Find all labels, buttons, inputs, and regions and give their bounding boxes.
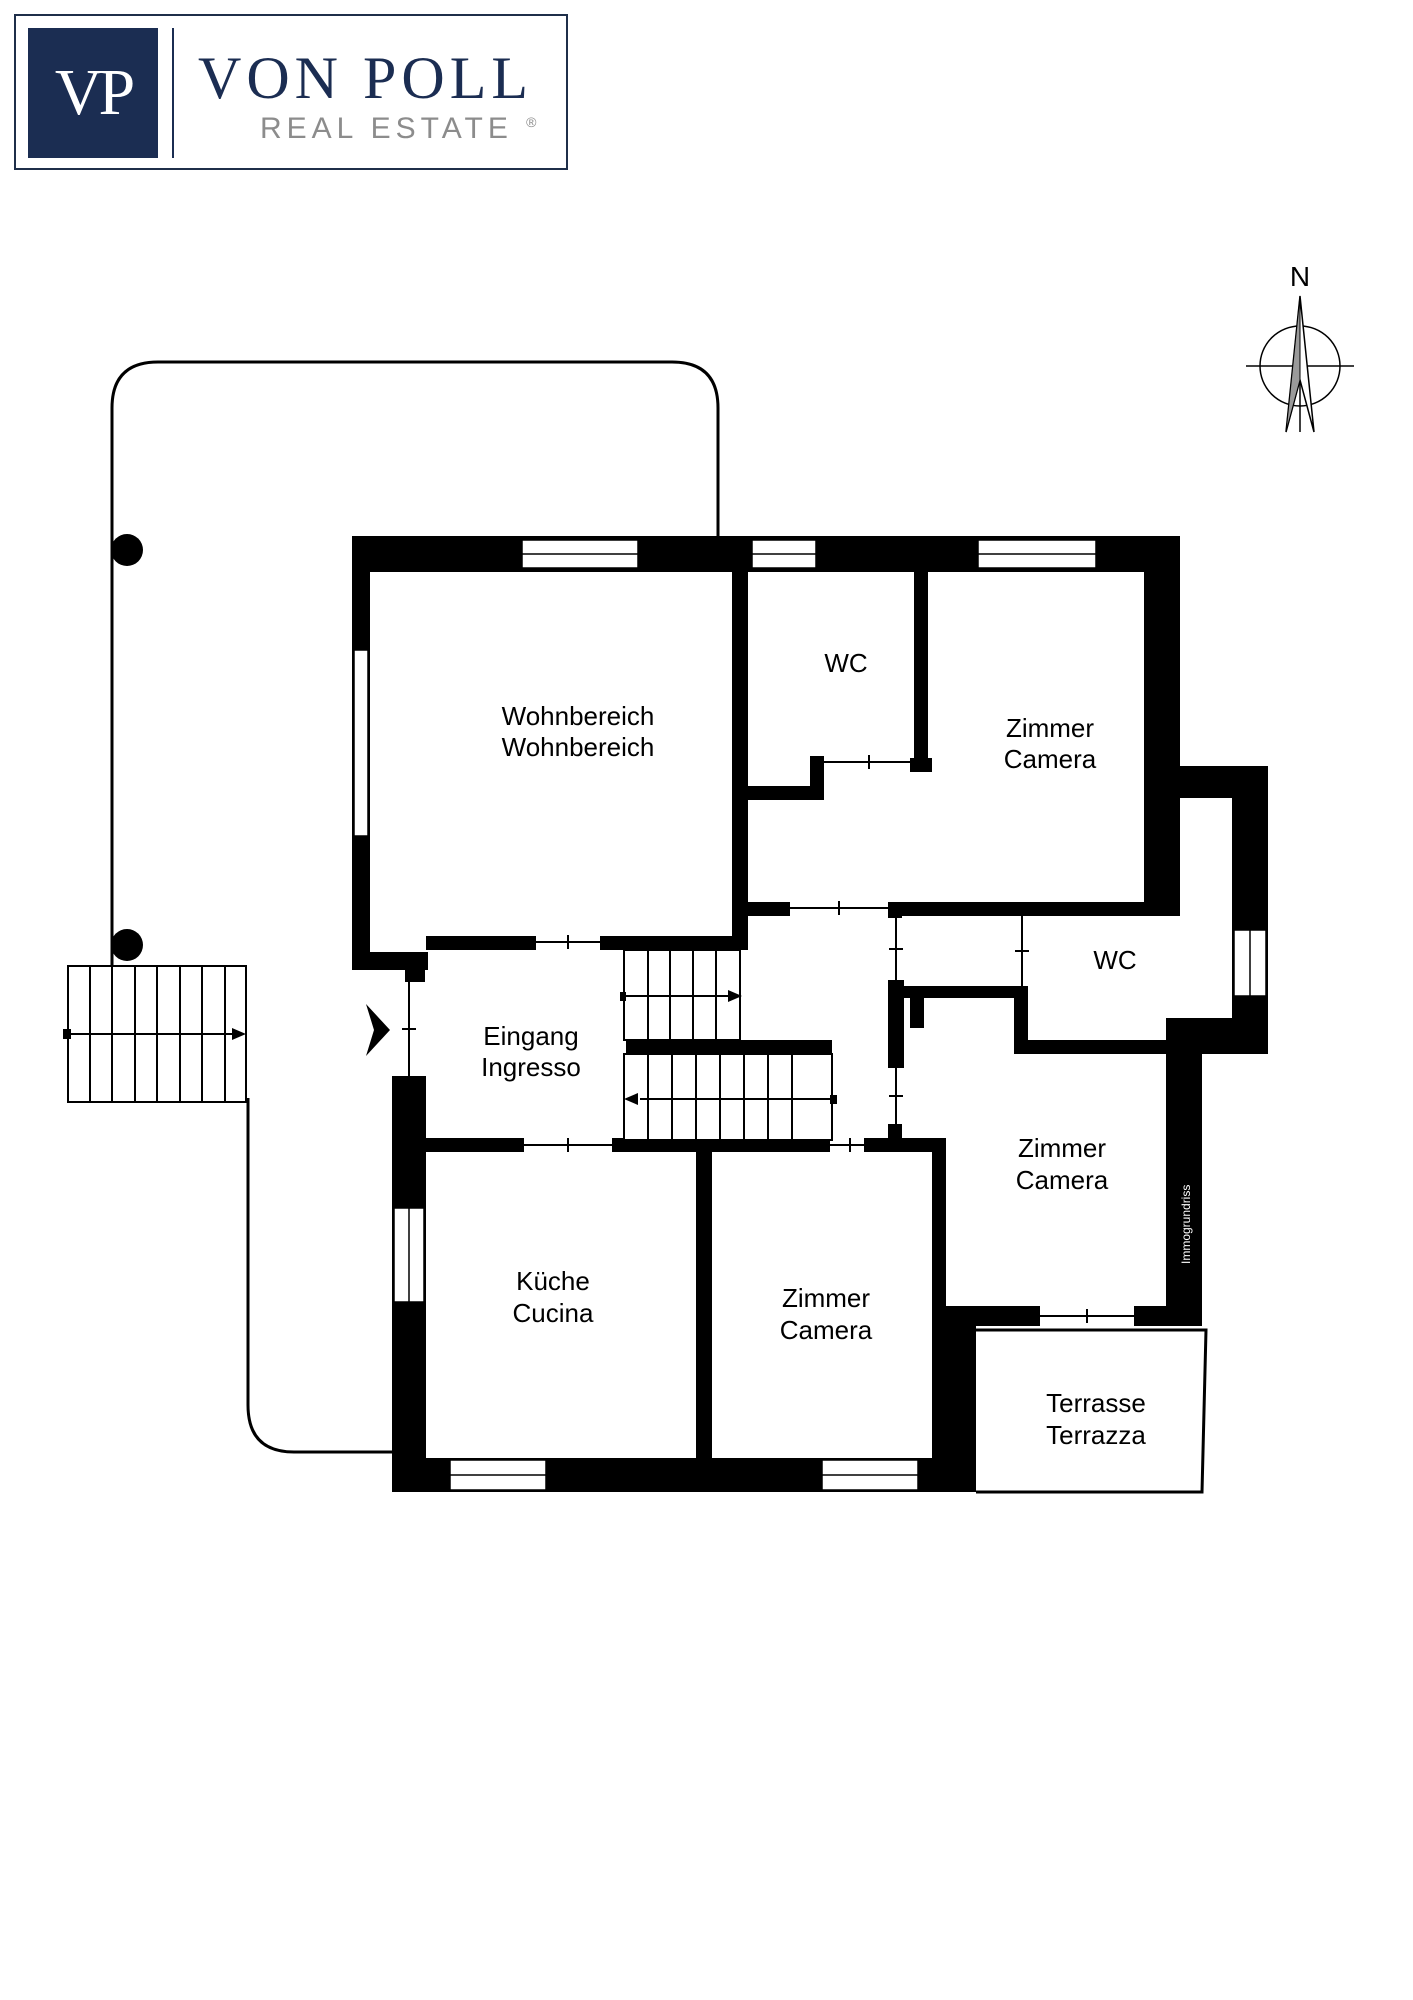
stair-lower	[623, 1053, 833, 1141]
room-entrance-label-2: Ingresso	[481, 1052, 581, 1082]
room-s-label-1: Zimmer	[782, 1283, 870, 1313]
brand-logo: VP VON POLL REAL ESTATE ®	[14, 14, 568, 170]
outside-stair	[67, 965, 247, 1103]
brand-monogram: VP	[28, 28, 158, 158]
pillar-north	[111, 534, 143, 566]
room-ne-label-2: Camera	[1004, 744, 1097, 774]
stair-upper-start	[620, 992, 626, 1001]
stair-upper-arrow	[728, 990, 742, 1002]
walls	[352, 536, 1268, 1492]
brand-tagline: REAL ESTATE	[260, 112, 513, 145]
brand-tagline-wrap: REAL ESTATE ®	[260, 112, 537, 146]
terrace-outline	[976, 1328, 1208, 1494]
room-kitchen-label-2: Cucina	[513, 1298, 594, 1328]
entrance-arrow	[366, 1004, 390, 1056]
room-s-label-2: Camera	[780, 1315, 873, 1345]
garden-path	[110, 360, 720, 1454]
north-arrow-icon	[1246, 295, 1354, 433]
room-terrace-label-2: Terrazza	[1046, 1420, 1146, 1450]
stair-upper	[623, 949, 741, 1041]
stair-lower-arrow	[624, 1093, 638, 1105]
room-e-label-2: Camera	[1016, 1165, 1109, 1195]
room-wc-mid-label: WC	[1093, 945, 1136, 975]
plan-credit: Immogrundriss	[1179, 1185, 1193, 1264]
brand-name: VON POLL	[198, 45, 533, 111]
room-living-label-1: Wohnbereich	[502, 701, 655, 731]
stair-lower-start	[830, 1095, 837, 1104]
room-kitchen-label-1: Küche	[516, 1266, 590, 1296]
room-entrance-label-1: Eingang	[483, 1021, 578, 1051]
room-terrace-label-1: Terrasse	[1046, 1388, 1146, 1418]
compass-label: N	[1290, 261, 1310, 292]
room-ne-label-1: Zimmer	[1006, 713, 1094, 743]
windows	[353, 539, 1267, 1491]
room-living-label-2: Wohnbereich	[502, 732, 655, 762]
room-e-label-1: Zimmer	[1018, 1133, 1106, 1163]
outside-stair-arrow	[232, 1028, 246, 1040]
outside-stair-start	[63, 1029, 71, 1039]
logo-divider	[172, 28, 174, 158]
room-wc-top-label: WC	[824, 648, 867, 678]
registered-mark: ®	[526, 114, 537, 130]
pillar-south	[111, 929, 143, 961]
doors	[402, 755, 1134, 1323]
